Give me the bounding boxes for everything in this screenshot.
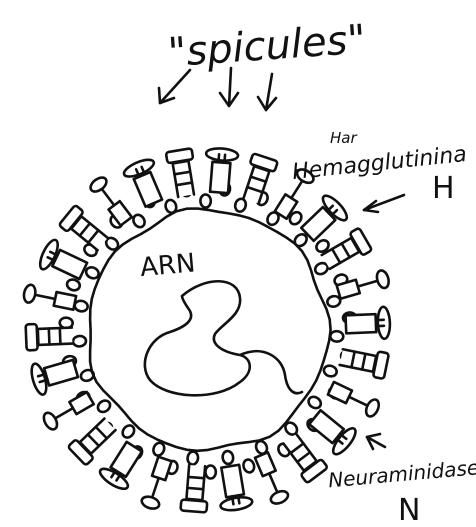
spike-body — [210, 162, 230, 193]
hemagglutinin-spike — [180, 465, 210, 513]
spike-body — [337, 280, 360, 299]
rna-strand — [145, 281, 302, 395]
lipid-bubble — [120, 423, 136, 440]
spike-stalk — [54, 408, 73, 419]
spike-body — [134, 172, 162, 207]
spike-cap — [22, 284, 36, 304]
spike-cap — [364, 397, 382, 418]
spike-cap — [375, 269, 391, 289]
spike-cap — [88, 175, 109, 195]
spike-body — [346, 314, 377, 333]
hemagglutinin-arrow — [364, 195, 404, 212]
spike-cap — [166, 148, 193, 163]
spike-stalk — [349, 397, 369, 406]
hemagglutinin-letter: H — [432, 171, 455, 206]
spike-cap — [180, 499, 207, 512]
spike-stalk — [101, 188, 114, 206]
spike-stalk — [358, 280, 379, 286]
lipid-bubble — [234, 198, 247, 213]
lipid-bubble — [200, 194, 211, 207]
spike-cap — [206, 147, 239, 162]
surface-spikes — [22, 147, 390, 512]
lipid-bubble — [330, 331, 344, 342]
spike-body — [186, 465, 205, 500]
spike-body — [221, 465, 244, 498]
spike-body — [69, 392, 93, 414]
lipid-bubble — [322, 364, 338, 378]
hemagglutinin-spike — [203, 147, 238, 193]
hemagglutinin-spike — [339, 344, 389, 379]
lipid-bubble — [131, 213, 147, 230]
spike-cap — [220, 495, 254, 512]
neuraminidase-spike — [41, 390, 95, 431]
spike-stalk — [152, 478, 159, 499]
lipid-bubble — [306, 395, 323, 411]
hemagglutinin-spike — [122, 156, 169, 209]
hemagglutinin-spike — [166, 148, 199, 198]
lipid-bubble — [242, 458, 256, 473]
lipid-bubble — [164, 199, 178, 214]
lipid-bubble — [96, 398, 113, 414]
hemagglutinin-spike — [296, 192, 350, 246]
spike-body — [243, 166, 269, 203]
neuraminidase-letter: N — [398, 493, 420, 527]
rna-label: ARN — [139, 248, 197, 283]
lipid-bubble — [205, 465, 216, 478]
neuraminidase-arrow — [367, 434, 385, 449]
spike-cap — [377, 307, 390, 339]
neuraminidase-label: Neuraminidase — [327, 455, 476, 492]
spike-body — [173, 161, 194, 197]
spike-cap — [140, 495, 161, 511]
spike-stalk — [269, 473, 278, 493]
hemagglutinin-spike — [29, 353, 80, 396]
spike-cap — [269, 489, 290, 506]
lipid-bubble — [187, 451, 199, 465]
spike-body — [152, 457, 172, 480]
hemagglutinin-spike — [68, 415, 119, 466]
spike-body — [44, 360, 78, 386]
lipid-bubble — [73, 335, 87, 346]
spike-cap — [26, 324, 38, 350]
neuraminidase-spike — [140, 456, 173, 511]
spike-body — [54, 292, 76, 310]
neuraminidase-spike — [327, 380, 381, 418]
spike-cap — [41, 411, 60, 432]
hemagglutinin-note: Har — [330, 129, 357, 147]
spike-stalk — [34, 295, 56, 299]
spike-body — [38, 328, 73, 345]
hemagglutinin-spike — [37, 238, 90, 286]
hemagglutinin-spike — [26, 323, 73, 351]
lipid-bubble — [222, 450, 234, 464]
lipid-bubble — [79, 368, 95, 382]
spike-body — [340, 349, 377, 371]
hemagglutinin-spike — [239, 153, 278, 205]
spicules-label: "spicules" — [166, 17, 367, 77]
neuraminidase-spike — [253, 452, 290, 506]
lipid-bubble — [152, 441, 167, 457]
spike-body — [255, 452, 276, 476]
spike-body — [328, 382, 352, 403]
